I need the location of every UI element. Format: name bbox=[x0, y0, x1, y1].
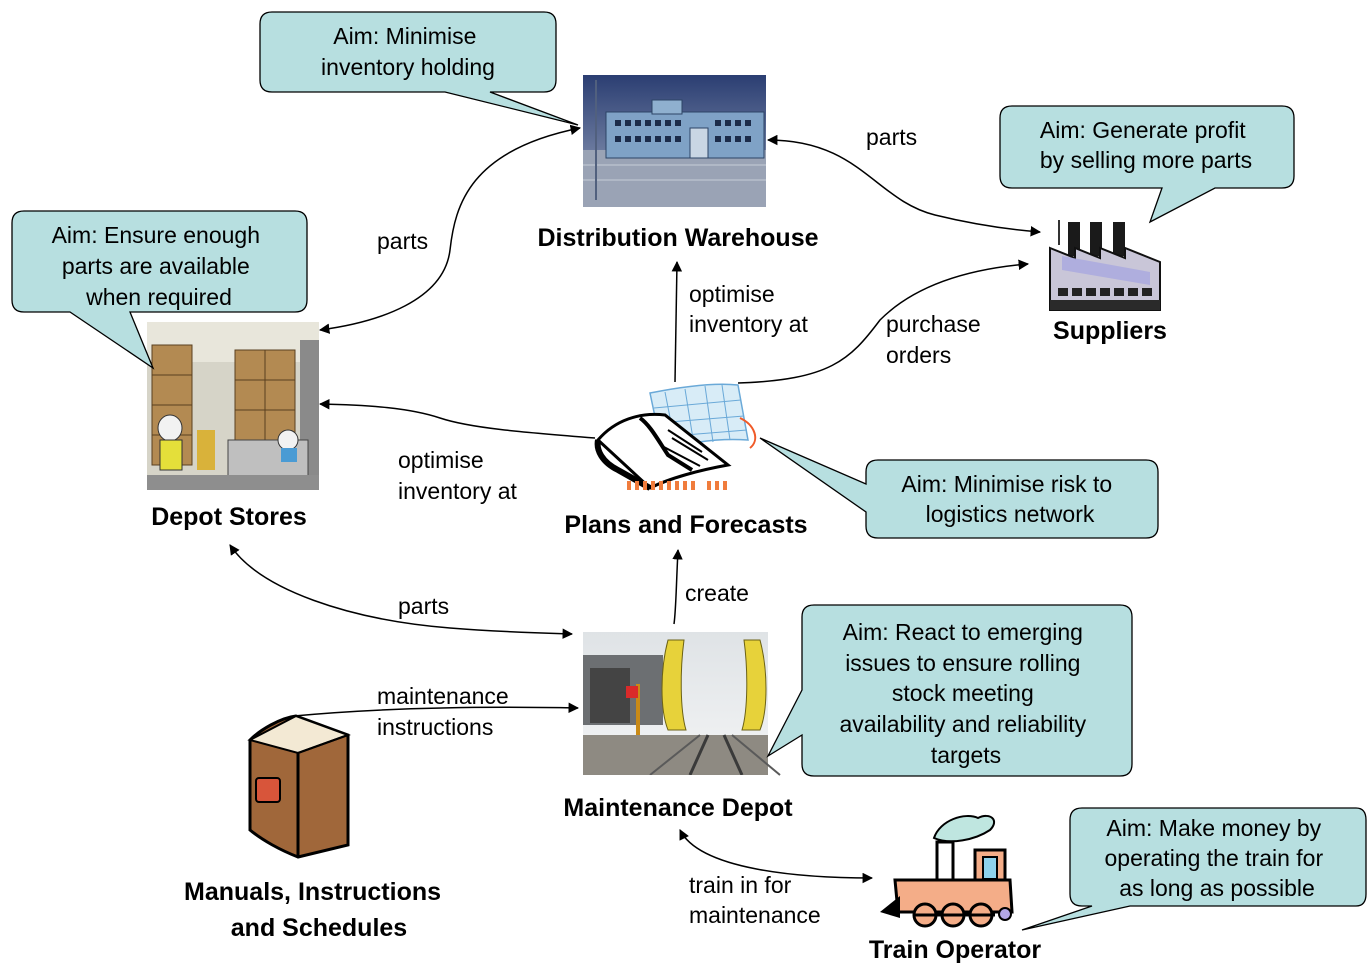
callout-line: Aim: React to emerging bbox=[843, 619, 1083, 645]
edge-label-line: parts bbox=[377, 228, 428, 254]
callout-line: stock meeting bbox=[892, 680, 1034, 706]
node-label-depot-stores: Depot Stores bbox=[151, 503, 307, 531]
edge-maintenance-train bbox=[679, 829, 874, 884]
callout-line: operating the train for bbox=[1104, 845, 1323, 871]
callout-bubble bbox=[1021, 807, 1367, 931]
callout-line: by selling more parts bbox=[1040, 147, 1252, 173]
edge-label-maintenance-plans: create bbox=[685, 580, 749, 606]
callout-line: parts are available bbox=[62, 253, 250, 279]
callout-line: logistics network bbox=[926, 501, 1095, 527]
edge-label-depot-maintenance: parts bbox=[398, 593, 449, 619]
callout-maintenance: Aim: React to emerging issues to ensure … bbox=[766, 604, 1133, 777]
callout-line: when required bbox=[85, 284, 232, 310]
callout-bubble bbox=[11, 210, 308, 370]
callout-line: Aim: Minimise risk to bbox=[901, 471, 1112, 497]
callout-line: as long as possible bbox=[1119, 875, 1315, 901]
edge-label-maintenance-train: train in for maintenance bbox=[689, 872, 821, 928]
callout-bubble bbox=[999, 105, 1295, 224]
edge-label-line: maintenance bbox=[689, 902, 821, 928]
callout-text: Aim: Make money by operating the train f… bbox=[1104, 815, 1329, 901]
callout-line: issues to ensure rolling bbox=[845, 650, 1080, 676]
edge-label-plans-depot: optimise inventory at bbox=[398, 447, 518, 504]
callout-line: Aim: Generate profit bbox=[1040, 117, 1246, 143]
edge-label-line: orders bbox=[886, 342, 951, 368]
node-label-train-operator: Train Operator bbox=[869, 936, 1042, 964]
edge-plans-depot bbox=[318, 398, 596, 439]
locomotive-icon bbox=[880, 814, 1014, 928]
callout-line: inventory holding bbox=[321, 54, 495, 80]
edge-label-manuals-maintenance: maintenance instructions bbox=[377, 683, 515, 740]
rail-depot-icon bbox=[583, 632, 781, 780]
node-label-manuals: Manuals, Instructions and Schedules bbox=[184, 878, 448, 942]
edge-label-line: train in for bbox=[689, 872, 792, 898]
callout-suppliers: Aim: Generate profit by selling more par… bbox=[999, 105, 1295, 224]
edge-depot-maintenance bbox=[229, 544, 574, 639]
edge-label-plans-warehouse: optimise inventory at bbox=[689, 281, 809, 337]
callout-line: availability and reliability bbox=[839, 711, 1086, 737]
callout-text: Aim: Minimise risk to logistics network bbox=[901, 471, 1118, 527]
callout-line: Aim: Make money by bbox=[1106, 815, 1321, 841]
callout-line: targets bbox=[931, 742, 1001, 768]
callout-text: Aim: Minimise inventory holding bbox=[321, 23, 495, 80]
edge-label-line: inventory at bbox=[398, 478, 518, 504]
edge-warehouse-suppliers bbox=[766, 134, 1042, 237]
node-label-distribution-warehouse: Distribution Warehouse bbox=[537, 224, 818, 252]
edge-label-line: parts bbox=[398, 593, 449, 619]
edge-label-line: optimise bbox=[689, 281, 775, 307]
edge-warehouse-depot bbox=[318, 124, 582, 334]
callout-plans: Aim: Minimise risk to logistics network bbox=[759, 437, 1159, 539]
storeroom-icon bbox=[147, 322, 319, 490]
edge-label-line: maintenance bbox=[377, 683, 509, 709]
callout-text: Aim: Generate profit by selling more par… bbox=[1040, 117, 1252, 173]
edge-label-line: inventory at bbox=[689, 311, 809, 337]
node-labels: Distribution Warehouse Suppliers Depot S… bbox=[151, 224, 1167, 964]
edge-label-line: instructions bbox=[377, 714, 493, 740]
edge-plans-warehouse bbox=[671, 260, 683, 383]
edge-labels: parts parts optimise inventory at purcha… bbox=[377, 124, 987, 928]
edge-label-line: parts bbox=[866, 124, 917, 150]
node-label-maintenance-depot: Maintenance Depot bbox=[563, 794, 793, 822]
edge-manuals-maintenance bbox=[293, 702, 580, 717]
edge-label-line: optimise bbox=[398, 447, 484, 473]
callout-bubble bbox=[259, 11, 579, 126]
node-label-plans-forecasts: Plans and Forecasts bbox=[564, 511, 807, 539]
callout-text: Aim: Ensure enough parts are available w… bbox=[52, 222, 267, 310]
edge-maintenance-plans bbox=[672, 548, 683, 625]
callout-train-operator: Aim: Make money by operating the train f… bbox=[1021, 807, 1367, 931]
edge-label-warehouse-depot: parts bbox=[377, 228, 428, 254]
node-label-line: Manuals, Instructions bbox=[184, 878, 441, 906]
edge-label-warehouse-suppliers: parts bbox=[866, 124, 917, 150]
edges bbox=[229, 124, 1042, 884]
callout-bubble bbox=[759, 437, 1159, 539]
node-label-suppliers: Suppliers bbox=[1053, 317, 1167, 345]
factory-icon bbox=[1049, 220, 1161, 311]
edge-label-plans-suppliers: purchase orders bbox=[886, 311, 987, 368]
book-icon bbox=[247, 714, 351, 859]
callout-line: Aim: Minimise bbox=[333, 23, 476, 49]
callout-line: Aim: Ensure enough bbox=[52, 222, 260, 248]
edge-label-line: create bbox=[685, 580, 749, 606]
edge-plans-suppliers bbox=[737, 259, 1030, 384]
callout-warehouse: Aim: Minimise inventory holding bbox=[259, 11, 579, 126]
callout-bubble bbox=[766, 604, 1133, 777]
callout-text: Aim: React to emerging issues to ensure … bbox=[839, 619, 1092, 768]
node-label-line: and Schedules bbox=[231, 914, 407, 942]
warehouse-building-icon bbox=[583, 75, 766, 207]
callout-depot-stores: Aim: Ensure enough parts are available w… bbox=[11, 210, 308, 370]
notebook-calendar-icon bbox=[594, 383, 757, 491]
edge-label-line: purchase bbox=[886, 311, 981, 337]
